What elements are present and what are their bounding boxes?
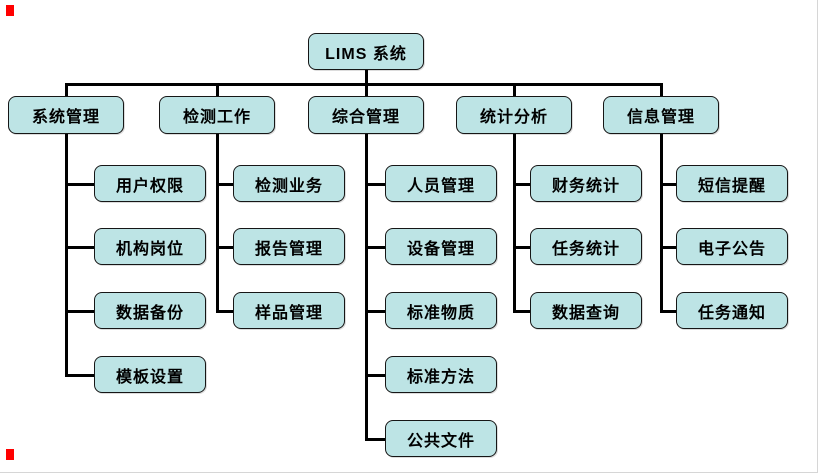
branch-box: 信息管理 bbox=[603, 96, 719, 134]
child-stub-line bbox=[216, 309, 234, 313]
branch-box: 检测工作 bbox=[159, 96, 275, 134]
child-stub-line bbox=[513, 309, 531, 313]
child-stub-line bbox=[65, 309, 95, 313]
child-stub-line bbox=[65, 245, 95, 249]
child-trunk-line bbox=[513, 134, 516, 312]
child-trunk-line bbox=[65, 134, 68, 376]
child-stub-line bbox=[365, 182, 386, 186]
child-stub-line bbox=[660, 182, 677, 186]
red-artifact-mark-bottom bbox=[6, 449, 14, 460]
child-stub-line bbox=[513, 245, 531, 249]
child-stub-line bbox=[365, 245, 386, 249]
child-box: 人员管理 bbox=[385, 165, 497, 202]
child-stub-line bbox=[65, 182, 95, 186]
branch-stem-line bbox=[513, 83, 516, 96]
child-box: 任务统计 bbox=[530, 228, 642, 265]
root-box: LIMS 系统 bbox=[308, 33, 424, 70]
child-stub-line bbox=[660, 245, 677, 249]
child-box: 数据备份 bbox=[94, 292, 206, 329]
child-box: 模板设置 bbox=[94, 356, 206, 393]
child-stub-line bbox=[513, 182, 531, 186]
branch-stem-line bbox=[65, 83, 68, 96]
child-box: 机构岗位 bbox=[94, 228, 206, 265]
branch-stem-line bbox=[660, 83, 663, 96]
child-box: 短信提醒 bbox=[676, 165, 788, 202]
child-stub-line bbox=[65, 373, 95, 377]
child-box: 公共文件 bbox=[385, 420, 497, 457]
child-box: 标准方法 bbox=[385, 356, 497, 393]
child-box: 数据查询 bbox=[530, 292, 642, 329]
child-stub-line bbox=[365, 309, 386, 313]
child-stub-line bbox=[216, 245, 234, 249]
red-artifact-mark-top bbox=[6, 5, 14, 16]
child-stub-line bbox=[365, 373, 386, 377]
child-trunk-line bbox=[660, 134, 663, 312]
root-stem-line bbox=[365, 70, 368, 86]
child-box: 用户权限 bbox=[94, 165, 206, 202]
child-stub-line bbox=[660, 309, 677, 313]
branch-bus-line bbox=[65, 83, 662, 86]
child-stub-line bbox=[216, 182, 234, 186]
branch-box: 综合管理 bbox=[308, 96, 424, 134]
branch-box: 统计分析 bbox=[456, 96, 572, 134]
branch-stem-line bbox=[216, 83, 219, 96]
child-box: 设备管理 bbox=[385, 228, 497, 265]
branch-box: 系统管理 bbox=[8, 96, 124, 134]
child-box: 检测业务 bbox=[233, 165, 345, 202]
child-box: 样品管理 bbox=[233, 292, 345, 329]
child-box: 标准物质 bbox=[385, 292, 497, 329]
child-box: 财务统计 bbox=[530, 165, 642, 202]
child-trunk-line bbox=[216, 134, 219, 312]
child-trunk-line bbox=[365, 134, 368, 440]
child-box: 报告管理 bbox=[233, 228, 345, 265]
branch-stem-line bbox=[365, 83, 368, 96]
child-box: 任务通知 bbox=[676, 292, 788, 329]
child-box: 电子公告 bbox=[676, 228, 788, 265]
child-stub-line bbox=[365, 437, 386, 441]
